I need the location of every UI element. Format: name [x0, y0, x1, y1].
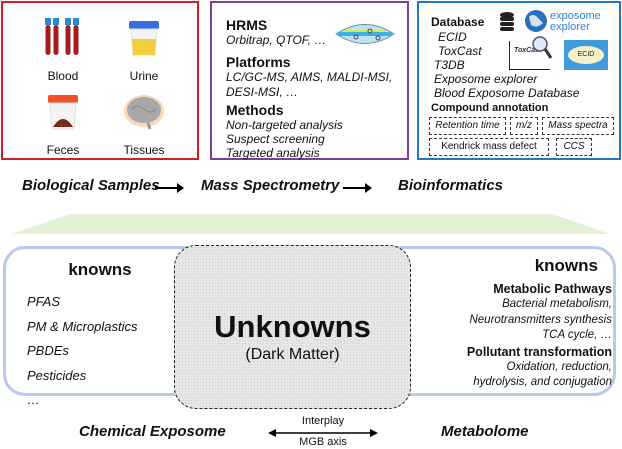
flow-bioinformatics: Bioinformatics [398, 177, 504, 194]
logo-text: explorer [550, 21, 590, 33]
sample-label: Tissues [123, 143, 165, 157]
pathway-item: Bacterial metabolism, [502, 298, 612, 310]
method-item: Targeted analysis [226, 146, 320, 160]
metabolome-label: Metabolome [441, 423, 529, 440]
metabolic-pathways-title: Metabolic Pathways [493, 282, 612, 296]
sample-feces: Feces [23, 89, 103, 157]
brain-icon [124, 95, 164, 130]
pollutant-item: hydrolysis, and conjugation [473, 376, 612, 388]
hrms-title: HRMS [226, 17, 268, 33]
exposome-item: … [27, 392, 40, 407]
method-item: Suspect screening [226, 132, 325, 146]
annotation-mz: m/z [510, 117, 538, 135]
pathway-item: TCA cycle, … [542, 329, 612, 341]
pathway-item: Neurotransmitters synthesis [469, 313, 612, 326]
exposome-item: PFAS [27, 294, 60, 309]
exposome-item: PM & Microplastics [27, 318, 138, 334]
platforms-title: Platforms [226, 54, 291, 70]
database-icon [500, 12, 514, 31]
database-title: Database [431, 15, 485, 29]
database-item: ECID [438, 30, 467, 44]
interplay-label: Interplay [301, 415, 345, 427]
database-item: ToxCast [438, 44, 482, 58]
sample-label: Blood [47, 69, 79, 83]
database-item: T3DB [434, 58, 465, 72]
mgb-axis-label: MGB axis [299, 436, 347, 448]
biological-samples-box: Blood Urine Feces Tissues [1, 1, 199, 160]
platforms-line2: DESI-MSI, … [226, 85, 299, 99]
platforms-line1: LC/GC-MS, AIMS, MALDI-MSI, [226, 70, 393, 84]
sample-label: Feces [46, 143, 80, 157]
database-item: Blood Exposome Database [434, 86, 580, 100]
pollutant-title: Pollutant transformation [466, 344, 612, 359]
pollutant-item: Oxidation, reduction, [506, 360, 612, 373]
unknowns-box: Unknowns (Dark Matter) [174, 245, 411, 409]
logo-text: ECID [568, 46, 604, 64]
annotation-title: Compound annotation [431, 102, 549, 114]
urine-cup-icon [129, 21, 159, 56]
ecid-logo: ECID [564, 40, 608, 70]
exposome-explorer-logo: exposome explorer [550, 11, 601, 33]
double-arrow-icon [268, 429, 378, 437]
orbitrap-icon [335, 24, 395, 44]
magnifier-icon [532, 36, 552, 59]
annotation-kendrick: Kendrick mass defect [429, 138, 549, 156]
logo-text: ToxCast [514, 47, 542, 54]
bioinformatics-box: Database ECID ToxCast T3DB Exposome expl… [417, 1, 621, 160]
exposome-item: Pesticides [27, 367, 87, 383]
database-item: Exposome explorer [434, 72, 538, 86]
hrms-text: Orbitrap, QTOF, … [226, 33, 327, 47]
metabolome-list: Metabolic Pathways Bacterial metabolism,… [412, 281, 612, 391]
blood-tubes-icon [45, 18, 79, 55]
annotation-retention-time: Retention time [429, 117, 506, 135]
unknowns-title: Unknowns [214, 309, 371, 344]
flow-biological-samples: Biological Samples [22, 177, 160, 194]
annotation-mass-spectra: Mass spectra [542, 117, 614, 135]
flow-mass-spectrometry: Mass Spectrometry [201, 177, 340, 194]
flow-arrow [155, 183, 184, 193]
sample-blood: Blood [23, 15, 103, 83]
exposome-knowns-title: knowns [68, 260, 132, 279]
metabolome-knowns-title: knowns [534, 256, 598, 275]
sample-label: Urine [129, 69, 159, 83]
sample-tissues: Tissues [104, 89, 184, 157]
globe-icon [525, 10, 547, 32]
unknowns-subtitle: (Dark Matter) [245, 346, 340, 363]
methods-title: Methods [226, 102, 284, 118]
method-item: Non-targeted analysis [226, 118, 343, 132]
sample-urine: Urine [104, 15, 184, 83]
annotation-ccs: CCS [556, 138, 592, 156]
flow-arrow [343, 183, 372, 193]
funnel-band [12, 214, 610, 234]
logo-text: exposome [550, 10, 601, 22]
toxcast-logo: ToxCast [509, 36, 552, 70]
feces-cup-icon [48, 95, 78, 130]
exposome-item: PBDEs [27, 343, 69, 358]
mass-spectrometry-box: HRMS Orbitrap, QTOF, … Platforms LC/GC-M… [210, 1, 409, 160]
chemical-exposome-label: Chemical Exposome [79, 423, 226, 440]
exposome-list: PFAS PM & Microplastics PBDEs Pesticides… [27, 290, 138, 413]
